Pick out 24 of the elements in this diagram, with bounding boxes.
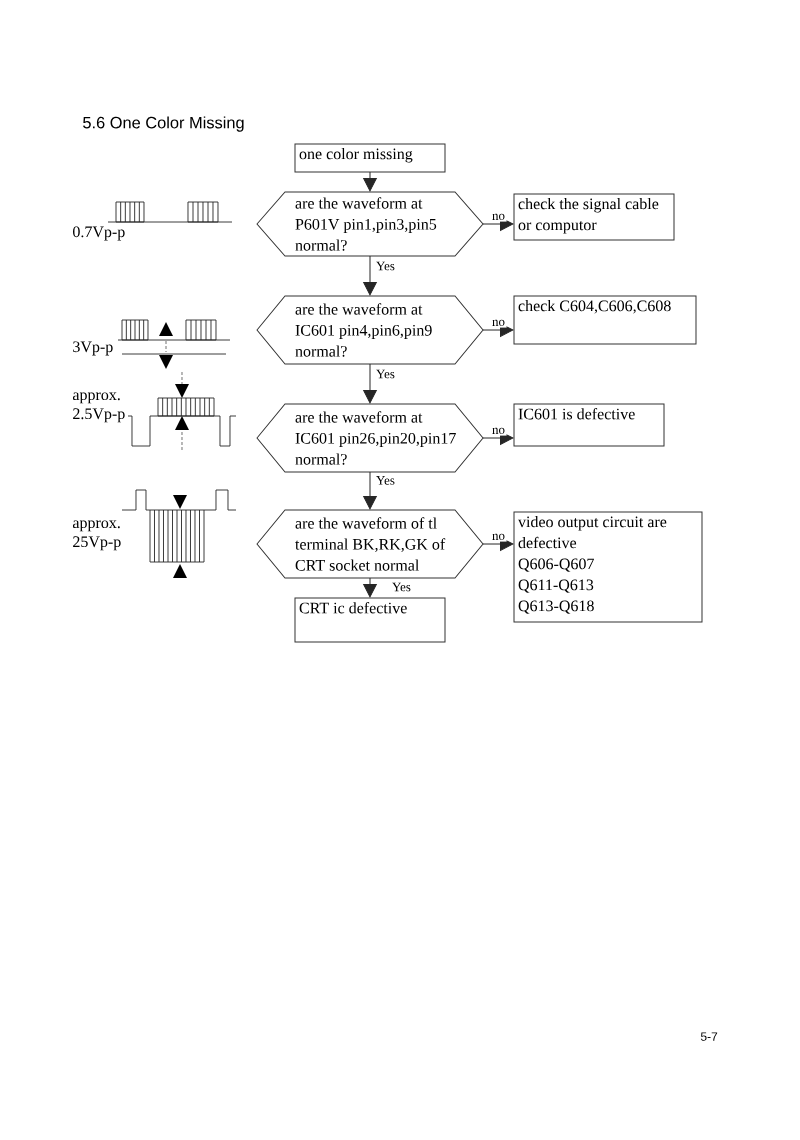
arrow	[363, 171, 377, 192]
process-box: one color missing	[294, 143, 446, 173]
result-box: video output circuit are defective Q606-Q607 Q611-Q613 Q613-Q618	[513, 511, 703, 623]
arrow	[482, 217, 514, 231]
result-box: check the signal cable or computor	[513, 193, 675, 241]
voltage-label: 3Vp-p	[73, 341, 113, 356]
decision-hexagon: are the waveform of tl terminal BK,RK,GK of CRT socket normal	[256, 509, 484, 579]
arrow	[482, 431, 514, 445]
voltage-label: approx. 2.5Vp-p	[72, 392, 125, 423]
title: 5.6 One Color Missing	[83, 116, 244, 132]
decision-hexagon: are the waveform at IC601 pin4,pin6,pin9 normal?	[256, 295, 484, 365]
result-box: check C604,C606,C608	[513, 295, 697, 345]
result-box: IC601 is defective	[513, 403, 665, 447]
arrow	[363, 363, 377, 404]
result-box: CRT ic defective	[294, 597, 446, 643]
arrow	[363, 471, 377, 510]
voltage-label: approx. 25Vp-p	[72, 520, 121, 551]
voltage-label: 0.7Vp-p	[73, 226, 125, 241]
decision-hexagon: are the waveform at IC601 pin26,pin20,pin17 normal?	[256, 403, 484, 473]
arrow	[363, 255, 377, 296]
arrow	[482, 323, 514, 337]
decision-hexagon: are the waveform at P601V pin1,pin3,pin5 normal?	[256, 191, 484, 257]
arrow	[482, 537, 514, 551]
arrow	[363, 577, 377, 598]
